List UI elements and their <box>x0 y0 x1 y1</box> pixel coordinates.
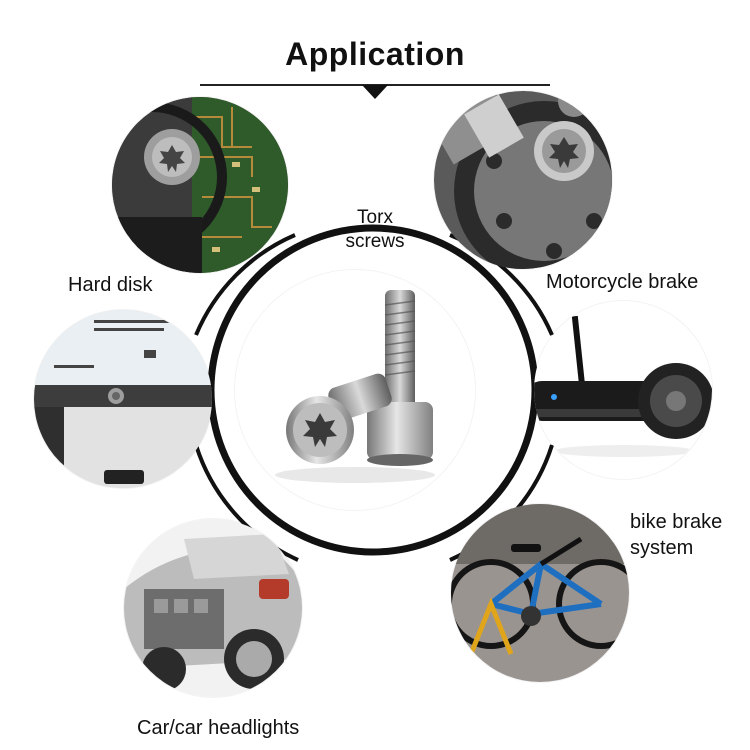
title-pointer-icon <box>362 85 388 99</box>
scooter-photo <box>534 301 712 479</box>
torx-label-line2: screws <box>345 231 405 252</box>
car-headlights-label: Car/car headlights <box>137 717 300 739</box>
bicycle-photo <box>451 504 629 682</box>
page-title: Application <box>285 36 465 72</box>
laptop-label-photo <box>34 310 212 488</box>
hard-disk-photo <box>112 97 288 273</box>
motorcycle-brake-photo <box>434 91 612 269</box>
bike-brake-label: bike brake system <box>630 509 722 561</box>
car-engine-photo <box>124 519 302 697</box>
motorcycle-brake-label: Motorcycle brake <box>546 271 699 293</box>
torx-label-line1: Torx <box>357 207 393 228</box>
bike-brake-label-line2: system <box>630 537 694 559</box>
torx-screws-label: Torx screws <box>320 206 430 254</box>
hard-disk-label: Hard disk <box>68 274 153 296</box>
torx-screws-photo <box>235 270 475 510</box>
bike-brake-label-line1: bike brake <box>630 511 723 533</box>
